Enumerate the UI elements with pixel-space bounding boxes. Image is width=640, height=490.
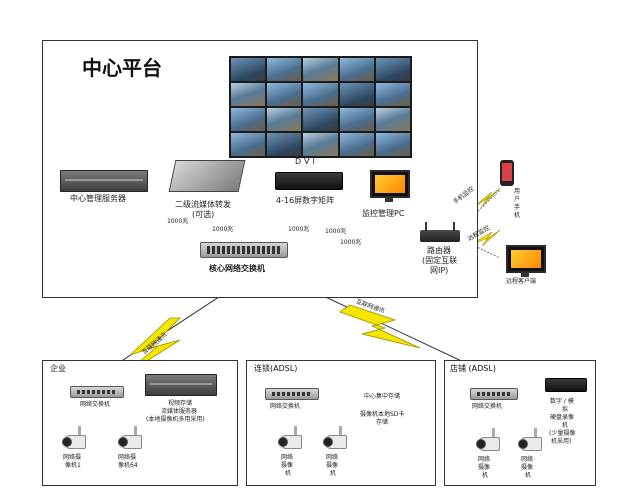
- core-switch-label: 核心网络交换机: [209, 264, 265, 273]
- digital-matrix-icon: [275, 172, 343, 190]
- enterprise-server-label-2: 流媒体服务器: [161, 408, 198, 415]
- enterprise-server-label-3: (本地摄像机多用采用): [146, 416, 205, 423]
- store-switch-icon: [470, 388, 518, 400]
- chain-camera-2-label-2: 摄像: [326, 462, 339, 469]
- store-dvr-label-1: 数字 / 模: [550, 398, 574, 405]
- digital-matrix-label: 4-16屏数字矩阵: [276, 196, 335, 205]
- store-camera-1-label-1: 网络: [478, 456, 491, 463]
- router-label-2: (固定互联: [422, 256, 458, 265]
- link-core-store: [299, 284, 471, 366]
- chain-note-2: 摄像机本地SD卡: [360, 411, 405, 418]
- chain-camera-2-label-3: 机: [330, 470, 337, 477]
- enterprise-camera-64-label-1: 网络摄: [118, 454, 137, 461]
- store-camera-1-label-3: 机: [482, 472, 489, 479]
- enterprise-title: 企业: [50, 364, 66, 373]
- lightning-right-icon: [339, 304, 421, 349]
- speed-label-pc: 1000兆: [325, 228, 347, 235]
- enterprise-server-icon: [145, 374, 217, 396]
- store-dvr-label-6: 机采用): [551, 438, 572, 445]
- store-title: 店铺 (ADSL): [450, 364, 496, 373]
- chain-camera-1-label-2: 摄像: [281, 462, 294, 469]
- speed-label-mgmt: 1000兆: [167, 218, 189, 225]
- chain-camera-2-icon: [323, 426, 351, 450]
- lightning-left-icon: [119, 317, 181, 379]
- chain-note-1: 中心集中存储: [364, 393, 401, 400]
- store-camera-2-icon: [518, 428, 546, 452]
- enterprise-camera-1-icon: [62, 426, 90, 450]
- router-icon: [420, 222, 460, 242]
- chain-camera-1-label-3: 机: [285, 470, 292, 477]
- center-platform-title: 中心平台: [82, 56, 162, 80]
- stream-server-icon: [168, 160, 246, 192]
- store-camera-2-label-2: 摄像: [521, 464, 534, 471]
- store-dvr-label-5: (少量摄像: [549, 430, 576, 437]
- speed-label-matrix: 1000兆: [288, 226, 310, 233]
- chain-title: 连锁(ADSL): [254, 364, 298, 373]
- mgmt-server-label: 中心管理服务器: [70, 194, 126, 203]
- enterprise-camera-1-label-1: 网络摄: [63, 454, 82, 461]
- phone-label-1: 用: [514, 188, 521, 195]
- enterprise-camera-64-label-2: 像机64: [118, 462, 138, 469]
- phone-label-3: 手: [514, 204, 521, 211]
- chain-box: [246, 360, 436, 486]
- stream-server-label-1: 二级流媒体转发: [175, 200, 231, 209]
- router-label-3: 网IP): [430, 266, 449, 275]
- chain-note-3: 存储: [376, 419, 389, 426]
- store-camera-1-label-2: 摄像: [478, 464, 491, 471]
- monitor-pc-label: 监控管理PC: [362, 209, 405, 218]
- mgmt-server-icon: [60, 170, 148, 192]
- stream-server-label-2: (可选): [192, 210, 215, 219]
- store-dvr-label-3: 硬盘录像: [550, 414, 575, 421]
- dvi-label: DVI: [295, 157, 318, 166]
- remote-client-label: 远程客户端: [506, 278, 537, 285]
- speed-label-router: 1000兆: [340, 239, 362, 246]
- store-dvr-label-4: 机: [562, 422, 569, 429]
- chain-camera-1-label-1: 网络: [281, 454, 294, 461]
- link-router-phone: [459, 189, 501, 229]
- router-label-1: 路由器: [427, 246, 451, 255]
- video-wall: [229, 56, 412, 158]
- chain-switch-label: 网络交换机: [270, 403, 301, 410]
- chain-camera-2-label-1: 网络: [326, 454, 339, 461]
- phone-label-4: 机: [514, 212, 521, 219]
- store-camera-1-icon: [476, 428, 504, 452]
- enterprise-switch-icon: [70, 386, 124, 398]
- store-dvr-icon: [545, 378, 587, 392]
- mobile-phone-icon: [500, 160, 514, 186]
- enterprise-camera-1-label-2: 像机1: [65, 462, 81, 469]
- core-switch-icon: [200, 242, 288, 258]
- enterprise-server-label-1: 视频存储: [168, 400, 193, 407]
- enterprise-switch-label: 网络交换机: [80, 401, 111, 408]
- enterprise-camera-64-icon: [118, 426, 146, 450]
- chain-camera-1-icon: [278, 426, 306, 450]
- store-switch-label: 网络交换机: [472, 403, 503, 410]
- chain-switch-icon: [265, 388, 319, 400]
- speed-label-stream: 1000兆: [212, 226, 234, 233]
- store-camera-2-label-1: 网络: [521, 456, 534, 463]
- store-camera-2-label-3: 机: [525, 472, 532, 479]
- phone-label-2: 户: [514, 196, 521, 203]
- store-dvr-label-2: 拟: [562, 406, 569, 413]
